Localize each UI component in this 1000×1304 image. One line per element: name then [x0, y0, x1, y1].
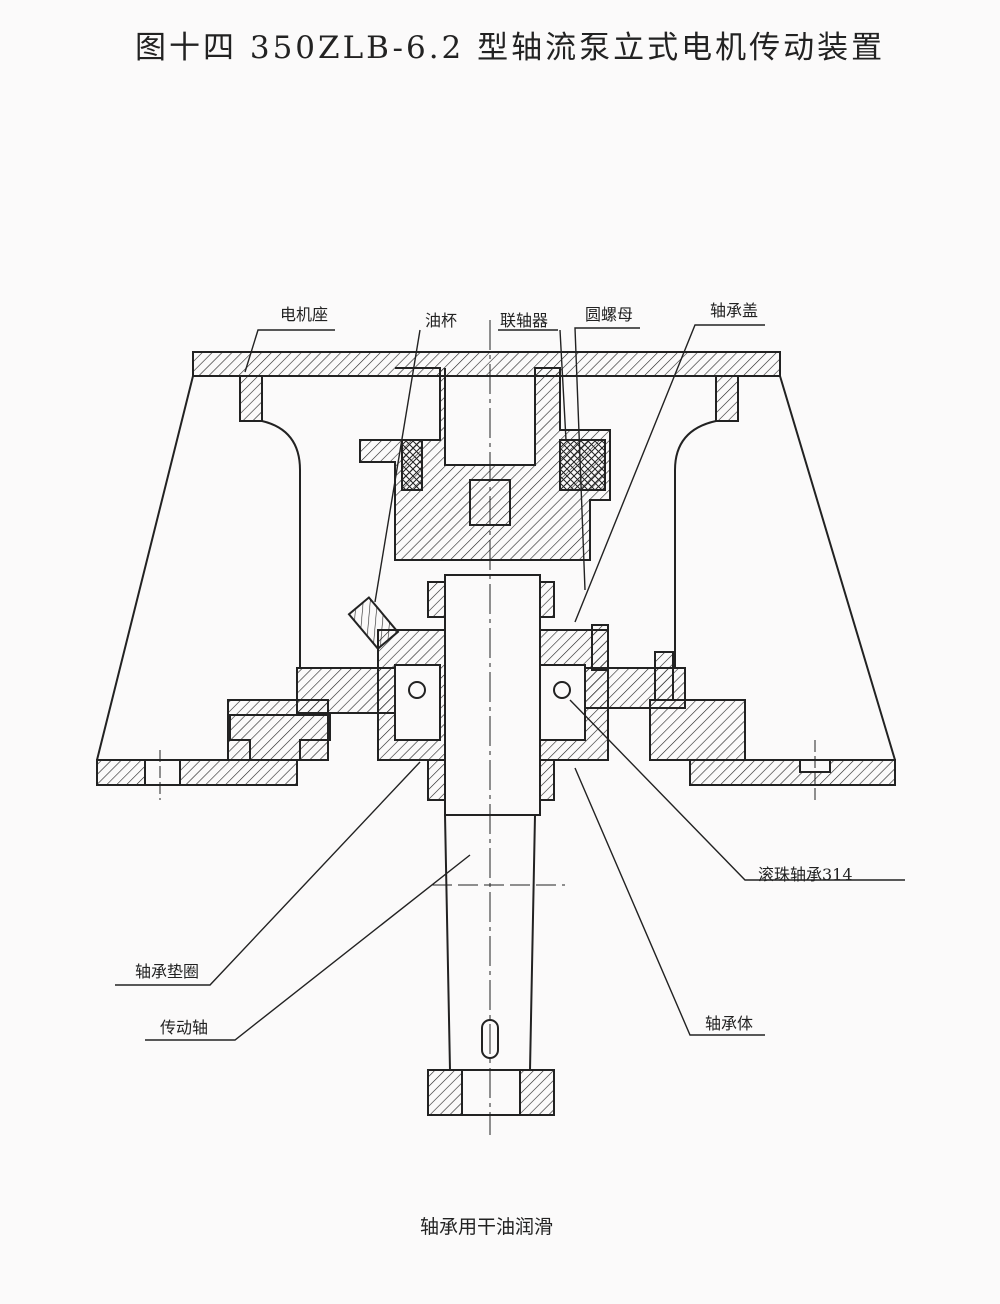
- base-plate-right: [689, 759, 896, 786]
- motor-seat-frame: [96, 375, 896, 761]
- caption: 轴承用干油润滑: [420, 1216, 554, 1238]
- label-motor-seat: 电机座: [280, 305, 329, 324]
- label-round-nut: 圆螺母: [585, 305, 634, 324]
- motor-seat-top-plate: [192, 351, 781, 377]
- drive-shaft: [444, 574, 541, 816]
- figure-title: 图十四 350ZLB-6.2 型轴流泵立式电机传动装置: [135, 30, 886, 66]
- label-bearing-washer: 轴承垫圈: [135, 962, 200, 981]
- leader-lines: [115, 324, 905, 1041]
- ball-bearing-left: [408, 681, 426, 699]
- label-drive-shaft: 传动轴: [160, 1018, 209, 1037]
- label-bearing-body: 轴承体: [705, 1014, 754, 1033]
- ball-bearing-right: [553, 681, 571, 699]
- label-ball-bearing: 滚珠轴承314: [758, 865, 853, 884]
- coupling: [359, 367, 611, 561]
- label-coupling: 联轴器: [500, 311, 549, 330]
- label-bearing-cover: 轴承盖: [710, 301, 759, 320]
- oil-cup: [347, 596, 400, 651]
- base-plate-left: [96, 759, 298, 786]
- label-oil-cup: 油杯: [425, 311, 458, 330]
